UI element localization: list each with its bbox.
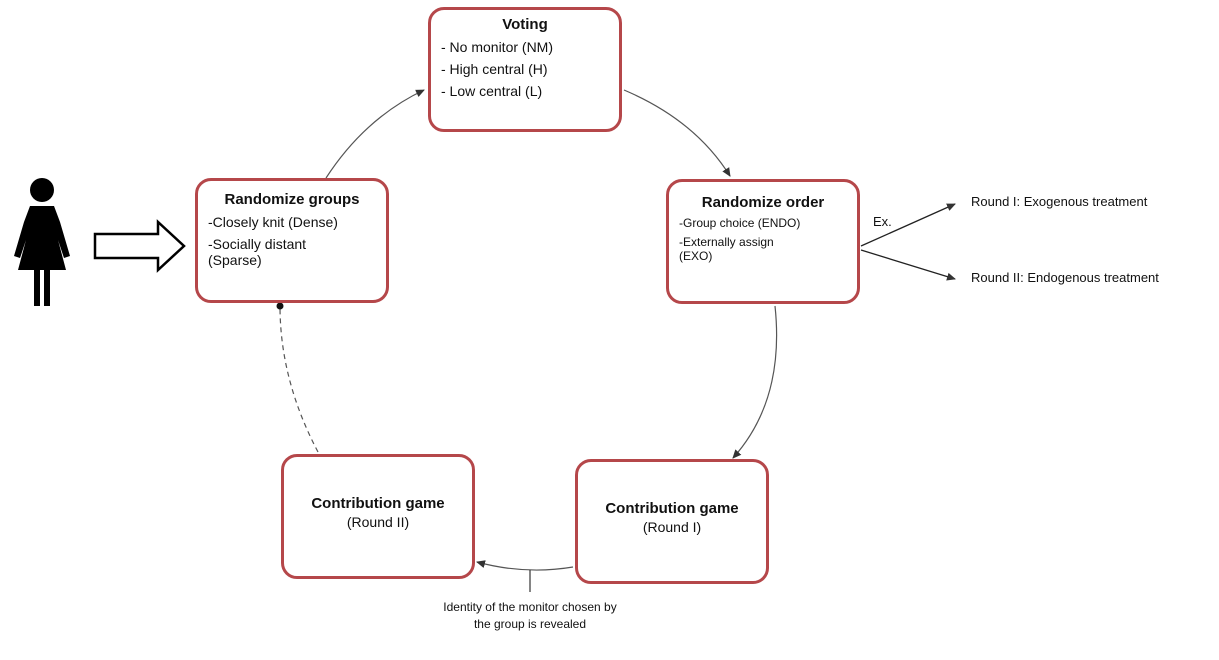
example-label: Ex. bbox=[873, 214, 892, 229]
dashed-endpoint-dot bbox=[276, 302, 284, 310]
arrow-groups-to-voting bbox=[325, 89, 425, 179]
groups-item-dense: -Closely knit (Dense) bbox=[208, 214, 338, 230]
randomize-order-box: Randomize order -Group choice (ENDO) -Ex… bbox=[666, 179, 860, 304]
example-round1-text: Round I: Exogenous treatment bbox=[971, 194, 1148, 209]
voting-item-nm: - No monitor (NM) bbox=[441, 39, 554, 55]
contribution-round1-box: Contribution game (Round I) bbox=[575, 459, 769, 584]
example-arrow-round1 bbox=[860, 203, 956, 247]
arrow-round2-to-groups-dashed bbox=[279, 305, 319, 453]
example-arrow-round2 bbox=[860, 249, 956, 281]
hollow-arrow-icon bbox=[93, 219, 186, 273]
contribution-round2-box: Contribution game (Round II) bbox=[281, 454, 475, 579]
randomize-groups-box: Randomize groups -Closely knit (Dense) -… bbox=[195, 178, 389, 303]
arrow-voting-to-order bbox=[623, 89, 731, 177]
voting-item-h: - High central (H) bbox=[441, 61, 548, 77]
voting-box: Voting - No monitor (NM) - High central … bbox=[428, 7, 622, 132]
person-icon bbox=[14, 178, 70, 306]
order-item-endo: -Group choice (ENDO) bbox=[679, 216, 801, 230]
arrow-round1-to-round2 bbox=[476, 560, 574, 571]
round1-title: Contribution game bbox=[605, 500, 739, 517]
randomize-groups-title: Randomize groups bbox=[224, 191, 360, 208]
example-round2-text: Round II: Endogenous treatment bbox=[971, 270, 1159, 285]
round2-title: Contribution game bbox=[311, 495, 445, 512]
arrow-order-to-round1 bbox=[732, 305, 778, 459]
round2-subtitle: (Round II) bbox=[346, 514, 410, 530]
voting-title: Voting bbox=[502, 16, 548, 33]
reveal-note: Identity of the monitor chosen by the gr… bbox=[443, 600, 617, 631]
voting-item-l: - Low central (L) bbox=[441, 83, 543, 99]
randomize-order-title: Randomize order bbox=[701, 194, 825, 211]
groups-item-sparse: -Socially distant (Sparse) bbox=[208, 236, 307, 268]
round1-subtitle: (Round I) bbox=[642, 519, 702, 535]
order-item-exo: -Externally assign (EXO) bbox=[679, 235, 774, 263]
